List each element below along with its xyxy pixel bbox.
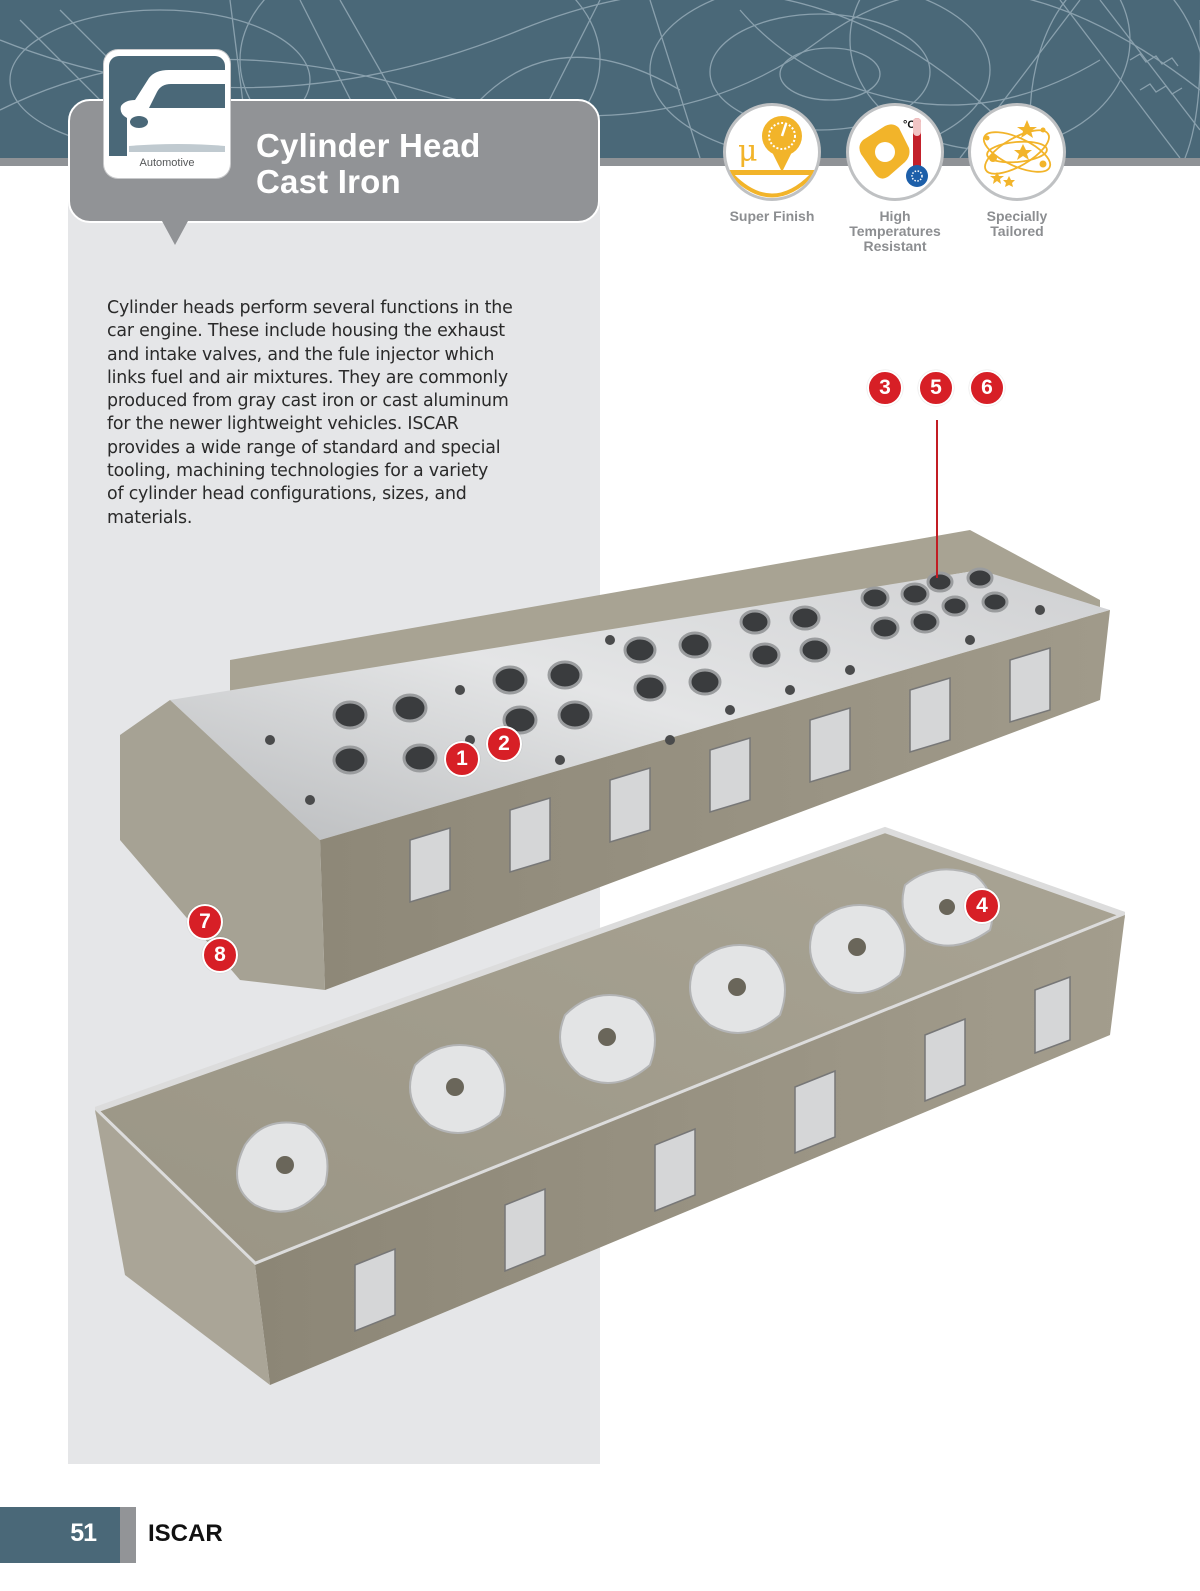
feature-label: High Temperatures Resistant xyxy=(849,208,941,254)
car-icon xyxy=(109,56,225,156)
description-line: car engine. These include housing the ex… xyxy=(107,321,505,342)
feature-label: Specially Tailored xyxy=(986,208,1048,239)
footer-brand: ISCAR xyxy=(148,1520,223,1547)
svg-text:μ: μ xyxy=(738,134,758,169)
feature-super-finish: μ Super Finish xyxy=(720,103,824,224)
callout-badge-1: 1 xyxy=(444,741,480,777)
callout-badge-6: 6 xyxy=(969,370,1005,406)
feature-high-temperature: °C High Temperatures Resistant xyxy=(843,103,947,254)
specially-tailored-icon xyxy=(968,103,1066,201)
cylinder-head-bottom-image xyxy=(95,826,1125,1385)
title-line-2: Cast Iron xyxy=(256,163,401,200)
footer-accent xyxy=(120,1507,136,1563)
feature-specially-tailored: Specially Tailored xyxy=(965,103,1069,239)
description-line: links fuel and air mixtures. They are co… xyxy=(107,367,508,388)
callout-badge-8: 8 xyxy=(202,937,238,973)
description-text: Cylinder heads perform several functions… xyxy=(107,297,557,530)
banner-divider xyxy=(0,158,1200,166)
category-tile-automotive: Automotive xyxy=(104,50,230,178)
callout-badge-4: 4 xyxy=(964,888,1000,924)
title-line-1: Cylinder Head xyxy=(256,127,481,164)
description-line: Cylinder heads perform several functions… xyxy=(107,298,513,318)
page-title: Cylinder Head Cast Iron xyxy=(256,128,481,200)
description-line: and intake valves, and the fule injector… xyxy=(107,344,495,365)
feature-label: Super Finish xyxy=(729,208,815,224)
callout-leader-line xyxy=(936,420,938,578)
description-line: for the newer lightweight vehicles. ISCA… xyxy=(107,414,459,435)
category-label: Automotive xyxy=(139,157,195,169)
description-line: produced from gray cast iron or cast alu… xyxy=(107,391,509,412)
high-temperature-icon: °C xyxy=(846,103,944,201)
bubble-tail xyxy=(162,221,188,245)
svg-text:°C: °C xyxy=(903,119,915,131)
callout-badge-2: 2 xyxy=(486,726,522,762)
super-finish-icon: μ xyxy=(723,103,821,201)
page-number: 51 xyxy=(70,1519,97,1547)
cylinder-head-top-image xyxy=(120,530,1110,990)
description-line: materials. xyxy=(107,507,193,528)
callout-badge-7: 7 xyxy=(187,904,223,940)
callout-badge-5: 5 xyxy=(918,370,954,406)
description-line: tooling, machining technologies for a va… xyxy=(107,461,489,482)
page-number-block: 51 xyxy=(0,1507,120,1563)
callout-badge-3: 3 xyxy=(867,370,903,406)
description-line: of cylinder head configurations, sizes, … xyxy=(107,484,467,505)
description-line: provides a wide range of standard and sp… xyxy=(107,437,501,458)
